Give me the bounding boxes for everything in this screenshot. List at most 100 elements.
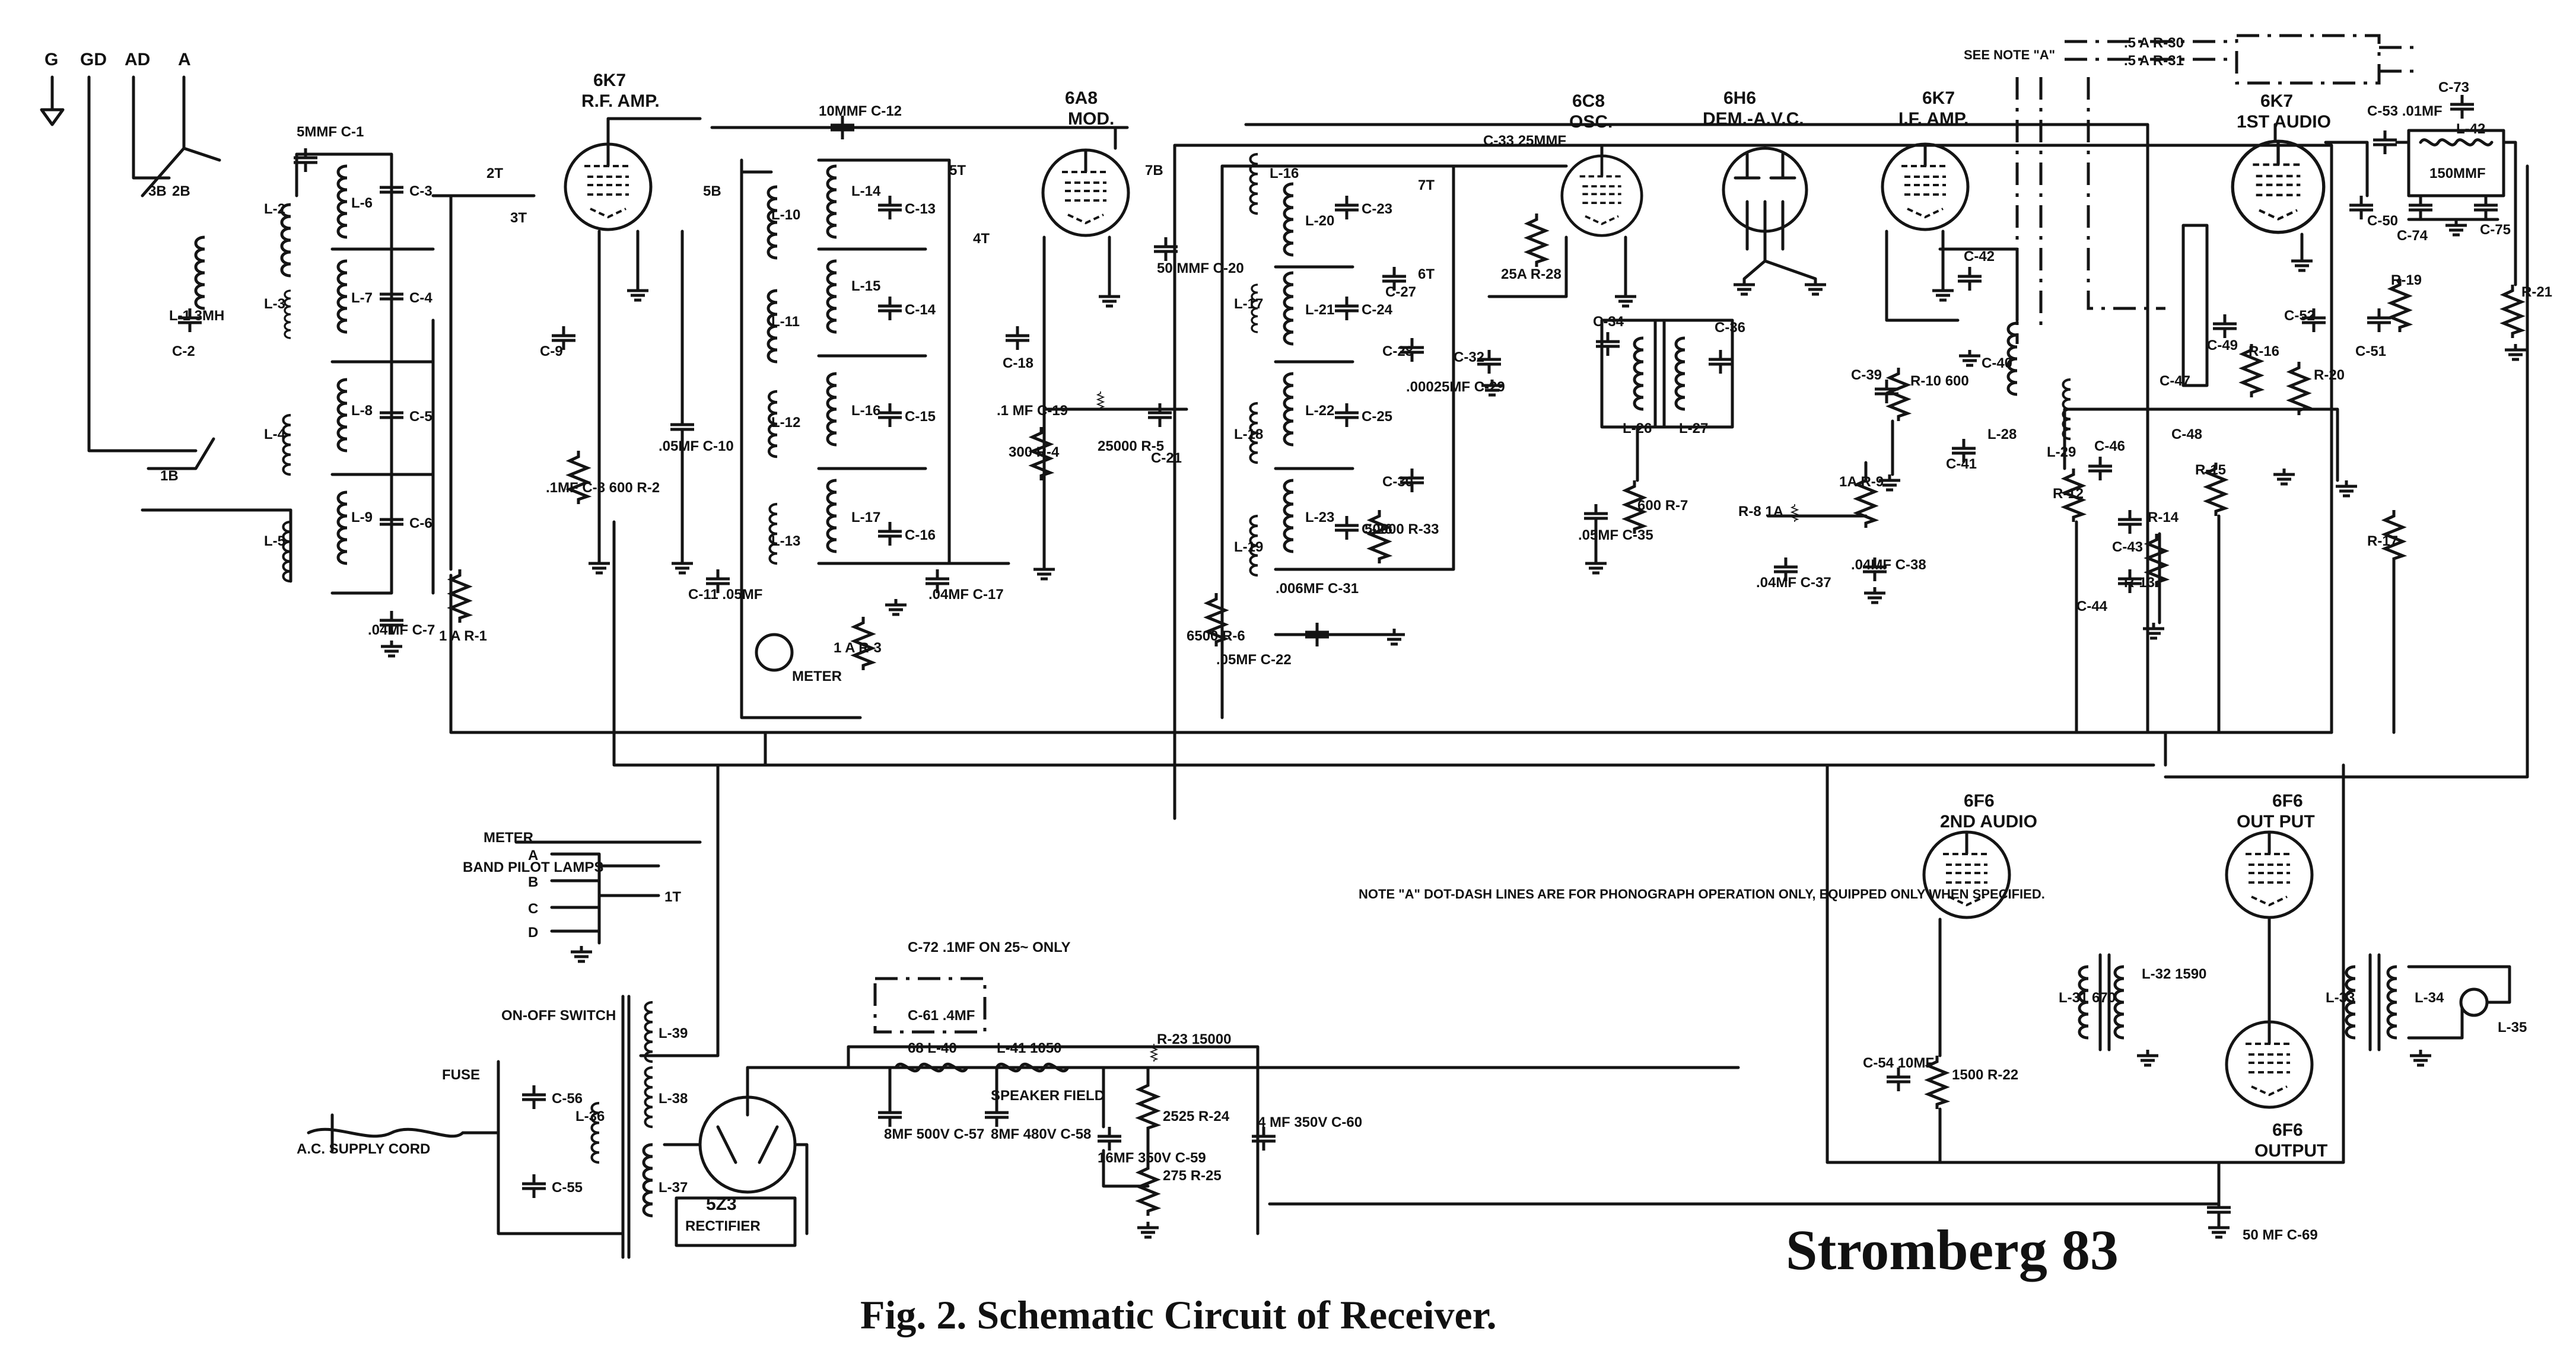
r13-label: R-13: [2124, 575, 2155, 591]
l11-label: L-11: [771, 314, 800, 330]
c50-label: C-50: [2367, 213, 2398, 229]
c48-label: C-48: [2171, 426, 2202, 442]
c9-label: C-9: [540, 343, 563, 359]
l28-label: L-28: [1987, 426, 2017, 442]
r15-label: R-15: [2195, 462, 2226, 478]
l7-label: L-7: [351, 290, 373, 306]
c41-label: C-41: [1946, 456, 1977, 472]
l8-label: L-8: [351, 403, 373, 419]
r6-label: 6500 R-6: [1187, 628, 1245, 644]
speaker-voice-coil: [2459, 987, 2489, 1017]
c27-label: C-27: [1385, 284, 1416, 300]
c58-label: 8MF 480V C-58: [991, 1126, 1091, 1142]
r33-label: 50000 R-33: [1365, 521, 1439, 537]
l14-label: L-14: [851, 183, 881, 199]
tube-1st-audio: 6K7 1ST AUDIO C-50 C-53 .01MF C-73 L-42 …: [2181, 79, 2552, 387]
l35-label: L-35: [2498, 1019, 2527, 1036]
dem-type: 6H6: [1723, 88, 1756, 108]
l24-label: L-22: [1305, 403, 1334, 419]
sw-1b-label: 1B: [160, 468, 179, 484]
output-top-type: 6F6: [2272, 791, 2303, 811]
r21-label: R-21: [2521, 284, 2552, 300]
c21-label: C-21: [1151, 450, 1182, 466]
ac-cord-label: A.C. SUPPLY CORD: [297, 1141, 430, 1157]
antenna-coils: L-1 3MH C-2 L-2 L-3 L-4 L-5 3B 2B 1B: [141, 152, 358, 583]
l3-label: L-3: [264, 296, 285, 312]
output-bottom-type: 6F6: [2272, 1120, 2303, 1140]
r5-label: 25000 R-5: [1098, 438, 1164, 454]
sw-3b-label: 3B: [148, 183, 167, 199]
tube-mod: 6A8 MOD. 7B C-18 50 MMF C-20 25000 R-5 C…: [997, 88, 1244, 579]
output-bottom-function: OUTPUT: [2254, 1141, 2327, 1161]
r20-label: R-20: [2314, 367, 2345, 383]
l31-label: L-31 670: [2059, 990, 2116, 1006]
osc-tuning-section: L-16 L-17 L-18 L-19 L-20 L-21 L-22 L-23 …: [1187, 154, 1505, 719]
c43-label: C-43: [2112, 539, 2143, 555]
c38-label: .04MF C-38: [1851, 557, 1926, 573]
sw-7b-label: 7B: [1145, 163, 1163, 179]
r25-label: 275 R-25: [1163, 1168, 1222, 1184]
l19-label: L-17: [1234, 296, 1263, 312]
osc-function: OSC.: [1569, 112, 1613, 132]
l6-label: L-6: [351, 195, 373, 211]
c40-label: C-40: [1982, 355, 2012, 371]
filter-section: C-72 .1MF ON 25~ ONLY C-61 .4MF 68 L-40 …: [873, 939, 1362, 1237]
r9-label: 1A R-9: [1839, 474, 1884, 490]
brand-label: Stromberg 83: [1786, 1218, 2119, 1282]
r7-label: 600 R-7: [1637, 498, 1688, 514]
c75-label: C-75: [2480, 222, 2511, 238]
note-a-text: NOTE "A" DOT-DASH LINES ARE FOR PHONOGRA…: [1359, 887, 2045, 901]
c51-label: C-51: [2355, 343, 2386, 359]
l33-label: L-33: [2326, 990, 2355, 1006]
c4-label: C-4: [409, 290, 432, 306]
mmf150-label: 150MMF: [2429, 165, 2486, 181]
l4-label: L-4: [264, 426, 286, 442]
l34-label: L-34: [2415, 990, 2444, 1006]
c20-label: 50 MMF C-20: [1157, 260, 1244, 276]
output-stage: 6F6 2ND AUDIO 6F6 OUT PUT 6F6 OUTPUT 150…: [1268, 791, 2527, 1243]
r2-label: .1MF C-8 600 R-2: [546, 480, 660, 496]
note-a-text: NOTE "A" DOT-DASH LINES ARE FOR PHONOGRA…: [1359, 887, 2045, 901]
c56-label: C-56: [552, 1091, 583, 1107]
r22-label: 1500 R-22: [1952, 1067, 2018, 1083]
tube-dem-avc: 6H6 DEM.-A.V.C.: [1703, 88, 1826, 294]
lamp-a-label: A: [528, 848, 538, 864]
lamp-b-label: B: [528, 874, 538, 890]
c6-label: C-6: [409, 515, 432, 531]
c53-label: C-53 .01MF: [2367, 103, 2443, 119]
rf-amp-function: R.F. AMP.: [581, 91, 660, 111]
l9-label: L-9: [351, 509, 373, 525]
note-a: NOTE "A" DOT-DASH LINES ARE FOR PHONOGRA…: [1359, 887, 2045, 901]
l13-label: L-13: [771, 533, 800, 549]
r1-label: 1 A R-1: [439, 628, 487, 644]
onoff-label: ON-OFF SWITCH: [501, 1008, 616, 1024]
osc-type: 6C8: [1572, 91, 1605, 111]
sw-1t-label: 1T: [664, 889, 681, 905]
c1-label: 5MMF C-1: [297, 124, 364, 140]
l21-label: L-19: [1234, 539, 1263, 555]
audio-avc-network: R-12 C-46 C-43 R-13 C-44 R-14 R-15 C-48 …: [2053, 272, 2422, 734]
if-type: 6K7: [1922, 88, 1955, 108]
l2-label: L-2: [264, 201, 285, 217]
l41-label: L-41 1050: [997, 1040, 1061, 1056]
c55-label: C-55: [552, 1180, 583, 1196]
c72-label: C-72 .1MF ON 25~ ONLY: [908, 939, 1071, 955]
figure-caption: Fig. 2. Schematic Circuit of Receiver.: [860, 1292, 1497, 1337]
c74-label: C-74: [2397, 228, 2428, 244]
tube-rf-amp: 6K7 R.F. AMP. C-9 .1MF C-8 600 R-2 .05MF…: [540, 71, 734, 573]
mod-tuning-section: 10MMF C-12 5B L-10 L-11 L-12 L-13 L-14 L…: [688, 103, 1129, 719]
if-detector-network: C-34 L-26 L-27 C-36 .05MF C-35 600 R-7 R…: [1578, 314, 1969, 603]
c7-label: .04MF C-7: [368, 622, 435, 638]
c52-label: C-52: [2284, 308, 2315, 324]
c37-label: .04MF C-37: [1756, 575, 1831, 591]
l39-label: L-39: [659, 1025, 688, 1041]
c46-label: C-46: [2094, 438, 2125, 454]
r23-label: R-23 15000: [1157, 1031, 1231, 1047]
l10-label: L-10: [771, 207, 800, 223]
band-pilot-label: BAND PILOT LAMPS: [463, 859, 603, 875]
c18-label: C-18: [1003, 355, 1033, 371]
c28-label: C-28: [1382, 343, 1413, 359]
c5-label: C-5: [409, 409, 432, 425]
c57-label: 8MF 500V C-57: [884, 1126, 984, 1142]
c31-label: .006MF C-31: [1276, 581, 1359, 597]
